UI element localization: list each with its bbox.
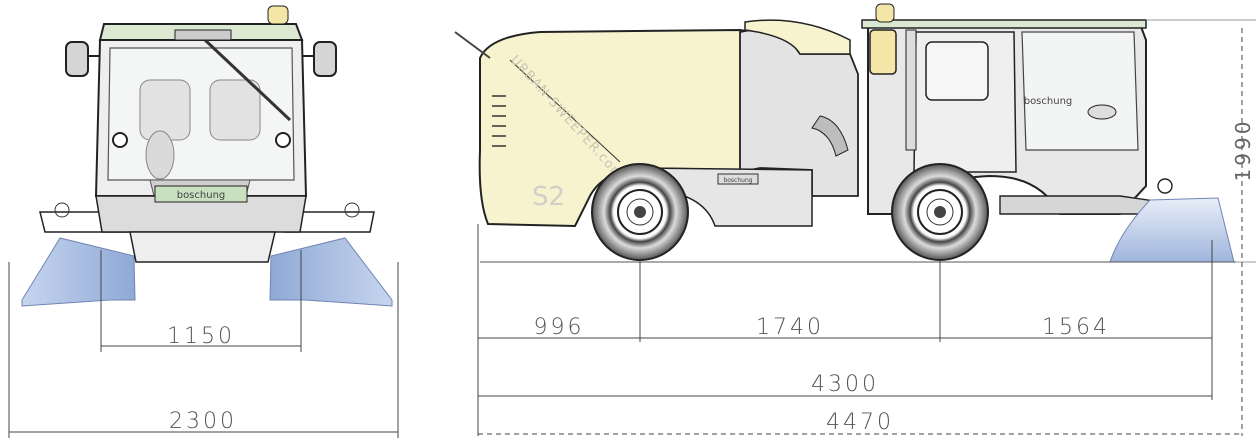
front-right-brush — [269, 237, 393, 307]
dim-side-996: 996 — [534, 315, 585, 340]
front-left-mirror — [65, 41, 89, 77]
dim-side-4470: 4470 — [826, 410, 894, 435]
dim-side-1740: 1740 — [756, 315, 824, 340]
dim-front-1150: 1150 — [167, 324, 235, 349]
side-model-label: S2 — [532, 182, 565, 212]
dim-side-4300: 4300 — [811, 372, 879, 397]
front-brand-label: boschung — [177, 190, 226, 201]
front-right-mirror — [313, 41, 337, 77]
side-front-wheel — [891, 163, 989, 261]
side-rear-wheel — [591, 163, 689, 261]
dim-side-1564: 1564 — [1042, 315, 1110, 340]
side-cab-brand: boschung — [1024, 96, 1073, 107]
front-left-brush — [21, 237, 136, 307]
dim-front-2300: 2300 — [169, 409, 237, 434]
side-view: URBAN-SWEEPER.com S2 boschung boschung — [454, 3, 1256, 436]
side-body-brand: boschung — [723, 177, 752, 184]
front-view: boschung 1150 2300 — [8, 5, 399, 438]
dim-side-1990: 1990 — [1231, 119, 1255, 182]
